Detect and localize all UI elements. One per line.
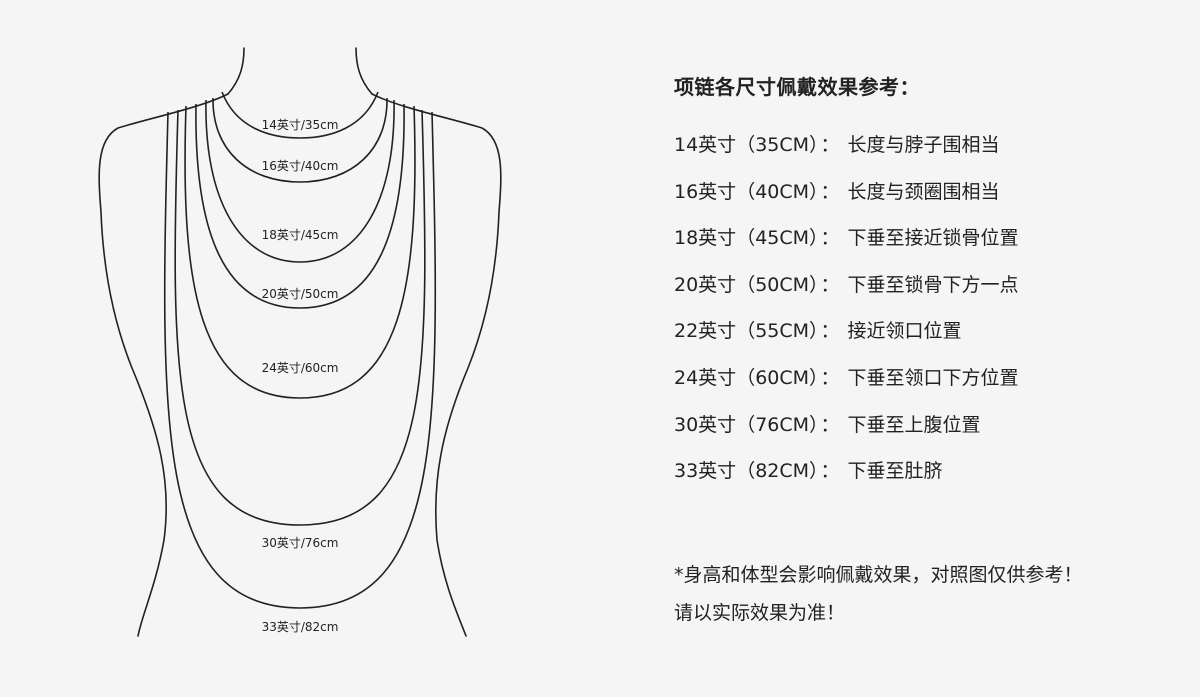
chain-label-16: 16英寸/40cm [262,159,339,173]
size-row-24: 24英寸（60CM）： 下垂至领口下方位置 [674,365,1174,391]
size-separator: ： [821,460,840,482]
size-separator: ： [821,367,840,389]
size-description: 下垂至领口下方位置 [848,367,1019,389]
chain-33 [165,112,436,608]
size-inch: 18英寸 [674,227,736,249]
size-cm: （76CM） [736,414,818,436]
disclaimer-line-1: *身高和体型会影响佩戴效果，对照图仅供参考！ [674,560,1174,590]
size-cm: （35CM） [736,134,818,156]
mannequin-neck-left [228,48,244,94]
size-list: 14英寸（35CM）：长度与脖子围相当 16英寸（40CM）：长度与颈圈围相当 … [674,132,1174,484]
chain-label-18: 18英寸/45cm [262,228,339,242]
size-row-18: 18英寸（45CM）： 下垂至接近锁骨位置 [674,225,1174,251]
size-description: 下垂至锁骨下方一点 [848,274,1019,296]
size-separator: ： [821,134,840,156]
size-separator: ： [821,274,840,296]
size-cm: （40CM） [736,181,818,203]
necklace-length-diagram: 14英寸/35cm 16英寸/40cm 18英寸/45cm 20英寸/50cm … [0,0,620,697]
size-cm: （45CM） [736,227,818,249]
size-separator: ： [821,320,840,342]
size-cm: （60CM） [736,367,818,389]
size-description: 长度与脖子围相当 [848,134,1000,156]
size-row-30: 30英寸（76CM）： 下垂至上腹位置 [674,412,1174,438]
size-reference-panel: 项链各尺寸佩戴效果参考： 14英寸（35CM）：长度与脖子围相当 16英寸（40… [674,72,1174,505]
size-row-14: 14英寸（35CM）： 长度与脖子围相当 [674,132,1174,158]
reference-title: 项链各尺寸佩戴效果参考： [674,72,1174,102]
size-row-20: 20英寸（50CM）： 下垂至锁骨下方一点 [674,272,1174,298]
size-inch: 33英寸 [674,460,736,482]
size-separator: ： [821,227,840,249]
size-row-16: 16英寸（40CM）： 长度与颈圈围相当 [674,179,1174,205]
size-description: 长度与颈圈围相当 [848,181,1000,203]
size-cm: （82CM） [736,460,818,482]
mannequin-neck-right [356,48,372,94]
size-inch: 20英寸 [674,274,736,296]
chain-label-24: 24英寸/60cm [262,361,339,375]
size-description: 下垂至接近锁骨位置 [848,227,1019,249]
size-inch: 16英寸 [674,181,736,203]
chain-20 [196,104,404,308]
size-separator: ： [821,414,840,436]
size-separator: ： [821,181,840,203]
chain-label-14: 14英寸/35cm [262,118,339,132]
size-row-33: 33英寸（82CM）： 下垂至肚脐 [674,458,1174,484]
size-row-22: 22英寸（55CM）： 接近领口位置 [674,318,1174,344]
size-description: 下垂至上腹位置 [848,414,981,436]
disclaimer-line-2: 请以实际效果为准！ [674,598,1174,628]
chain-label-20: 20英寸/50cm [262,287,339,301]
chain-label-33: 33英寸/82cm [262,620,339,634]
disclaimer-note: *身高和体型会影响佩戴效果，对照图仅供参考！ 请以实际效果为准！ [674,560,1174,636]
size-inch: 24英寸 [674,367,736,389]
size-inch: 22英寸 [674,320,736,342]
chain-label-30: 30英寸/76cm [262,536,339,550]
size-inch: 30英寸 [674,414,736,436]
size-cm: （55CM） [736,320,818,342]
size-description: 接近领口位置 [848,320,962,342]
size-description: 下垂至肚脐 [848,460,943,482]
chain-24 [185,106,415,398]
mannequin-torso-right [372,94,501,636]
mannequin-torso-left [99,94,228,636]
size-inch: 14英寸 [674,134,736,156]
size-cm: （50CM） [736,274,818,296]
